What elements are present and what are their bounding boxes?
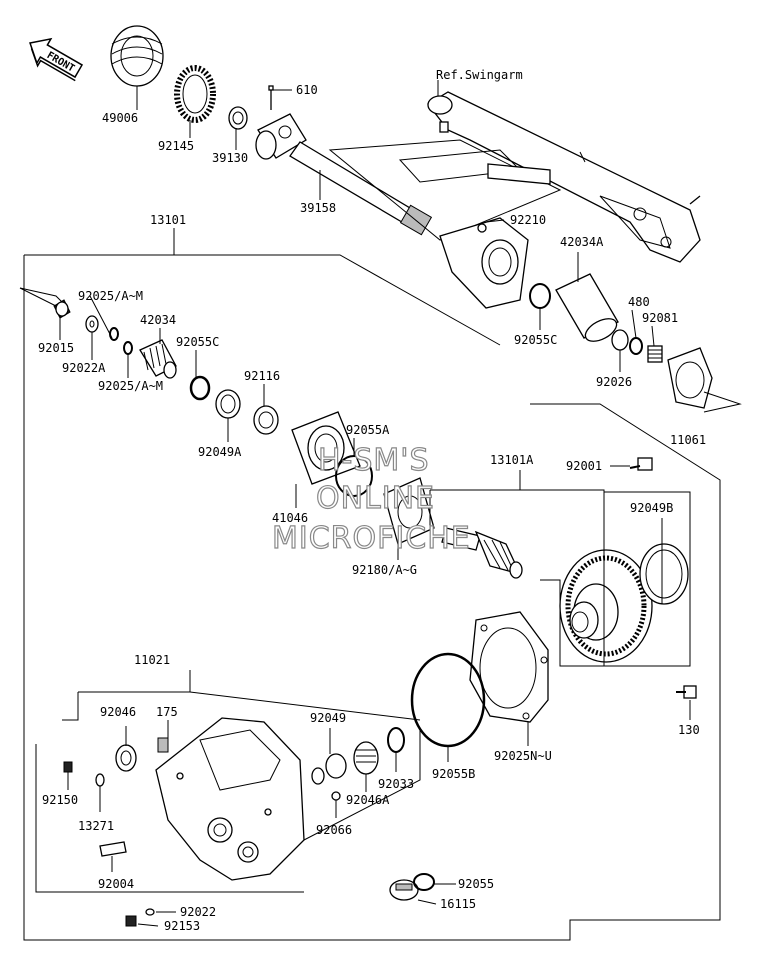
part-92046-icon (115, 744, 137, 772)
part-480-icon (629, 337, 643, 355)
part-92055c-right-icon (529, 283, 551, 309)
label-92022: 92022 (180, 905, 216, 919)
label-92055c-right: 92055C (514, 333, 557, 347)
label-92049a: 92049A (198, 445, 242, 459)
drive-shaft-39158-icon (255, 113, 433, 236)
part-92116-icon (253, 405, 279, 435)
label-41046: 41046 (272, 511, 308, 525)
label-92049: 92049 (310, 711, 346, 725)
part-92150-icon (63, 761, 73, 773)
label-42034a: 42034A (560, 235, 604, 249)
callout-labels: Ref.Swingarm 49006 92145 39130 610 39158… (38, 68, 706, 933)
label-13101a: 13101A (490, 453, 534, 467)
label-39130: 39130 (212, 151, 248, 165)
label-92025nu: 92025N~U (494, 749, 552, 763)
part-42034-icon (139, 339, 177, 379)
label-92015: 92015 (38, 341, 74, 355)
ring-gear-icon (559, 549, 653, 663)
leader-lines (19, 80, 742, 927)
part-610-icon (268, 85, 274, 110)
part-92046a-icon (353, 741, 379, 775)
part-92022-icon (145, 908, 155, 916)
part-92180ag-icon (383, 477, 435, 545)
label-92150: 92150 (42, 793, 78, 807)
label-92022a: 92022A (62, 361, 106, 375)
label-92081: 92081 (642, 311, 678, 325)
watermark: H-SM'S ONLINE MICROFICHE (271, 442, 471, 556)
label-42034: 42034 (140, 313, 176, 327)
part-92055c-left-icon (189, 375, 211, 401)
part-92066-icon (331, 791, 341, 801)
part-92026-icon (611, 329, 629, 351)
part-11061-icon (667, 347, 713, 409)
part-130-icon (676, 685, 697, 699)
part-92025am-top-icon (109, 327, 119, 341)
part-92145-icon (174, 65, 216, 123)
part-92081-icon (647, 345, 663, 363)
front-arrow-icon: FRONT (29, 37, 84, 82)
label-92046: 92046 (100, 705, 136, 719)
label-92055c-left: 92055C (176, 335, 219, 349)
label-92001: 92001 (566, 459, 602, 473)
part-92049-icon (311, 753, 347, 785)
part-92055-icon (413, 873, 435, 891)
part-92153-icon (125, 915, 137, 927)
label-11061: 11061 (670, 433, 706, 447)
label-610: 610 (296, 83, 318, 97)
label-480: 480 (628, 295, 650, 309)
label-92145: 92145 (158, 139, 194, 153)
label-92066: 92066 (316, 823, 352, 837)
label-39158: 39158 (300, 201, 336, 215)
part-92001-icon (629, 457, 653, 471)
label-92025am-top: 92025/A~M (78, 289, 143, 303)
part-42034a-icon (555, 273, 619, 342)
label-13101: 13101 (150, 213, 186, 227)
part-92004-icon (99, 841, 127, 857)
cover-plate-icon (469, 611, 549, 723)
final-drive-housing-icon (155, 717, 305, 881)
part-13271-icon (95, 773, 105, 787)
label-130: 130 (678, 723, 700, 737)
label-92055: 92055 (458, 877, 494, 891)
part-92049b-icon (639, 543, 689, 605)
label-175: 175 (156, 705, 178, 719)
label-13271: 13271 (78, 819, 114, 833)
part-92033-icon (387, 727, 405, 753)
part-92015-icon (53, 299, 71, 319)
part-49006-icon (110, 25, 164, 87)
label-92055a: 92055A (346, 423, 390, 437)
ref-swingarm-label: Ref.Swingarm (436, 68, 523, 82)
label-16115: 16115 (440, 897, 476, 911)
label-92210: 92210 (510, 213, 546, 227)
label-92033: 92033 (378, 777, 414, 791)
part-16115-icon (389, 879, 419, 901)
label-92004: 92004 (98, 877, 134, 891)
label-92055b: 92055B (432, 767, 475, 781)
swingarm-icon (328, 91, 701, 263)
part-92022a-icon (85, 315, 99, 333)
watermark-line-2: ONLINE (316, 481, 435, 516)
label-92116: 92116 (244, 369, 280, 383)
label-11021: 11021 (134, 653, 170, 667)
pinion-gear-13101a-icon (441, 527, 523, 579)
final-drive-housing-top-icon (439, 217, 529, 309)
watermark-line-3: MICROFICHE (272, 521, 471, 556)
part-92055b-icon (410, 652, 486, 748)
label-92026: 92026 (596, 375, 632, 389)
part-175-icon (157, 737, 169, 753)
part-39130-icon (228, 106, 248, 130)
label-92025am-mid: 92025/A~M (98, 379, 163, 393)
part-41046-icon (291, 411, 361, 485)
part-92025am-mid-icon (123, 341, 133, 355)
label-92153: 92153 (164, 919, 200, 933)
watermark-line-1: H-SM'S (318, 443, 430, 478)
label-49006: 49006 (102, 111, 138, 125)
label-92180ag: 92180/A~G (352, 563, 417, 577)
label-92049b: 92049B (630, 501, 673, 515)
part-92049a-icon (215, 389, 241, 419)
label-92046a: 92046A (346, 793, 390, 807)
